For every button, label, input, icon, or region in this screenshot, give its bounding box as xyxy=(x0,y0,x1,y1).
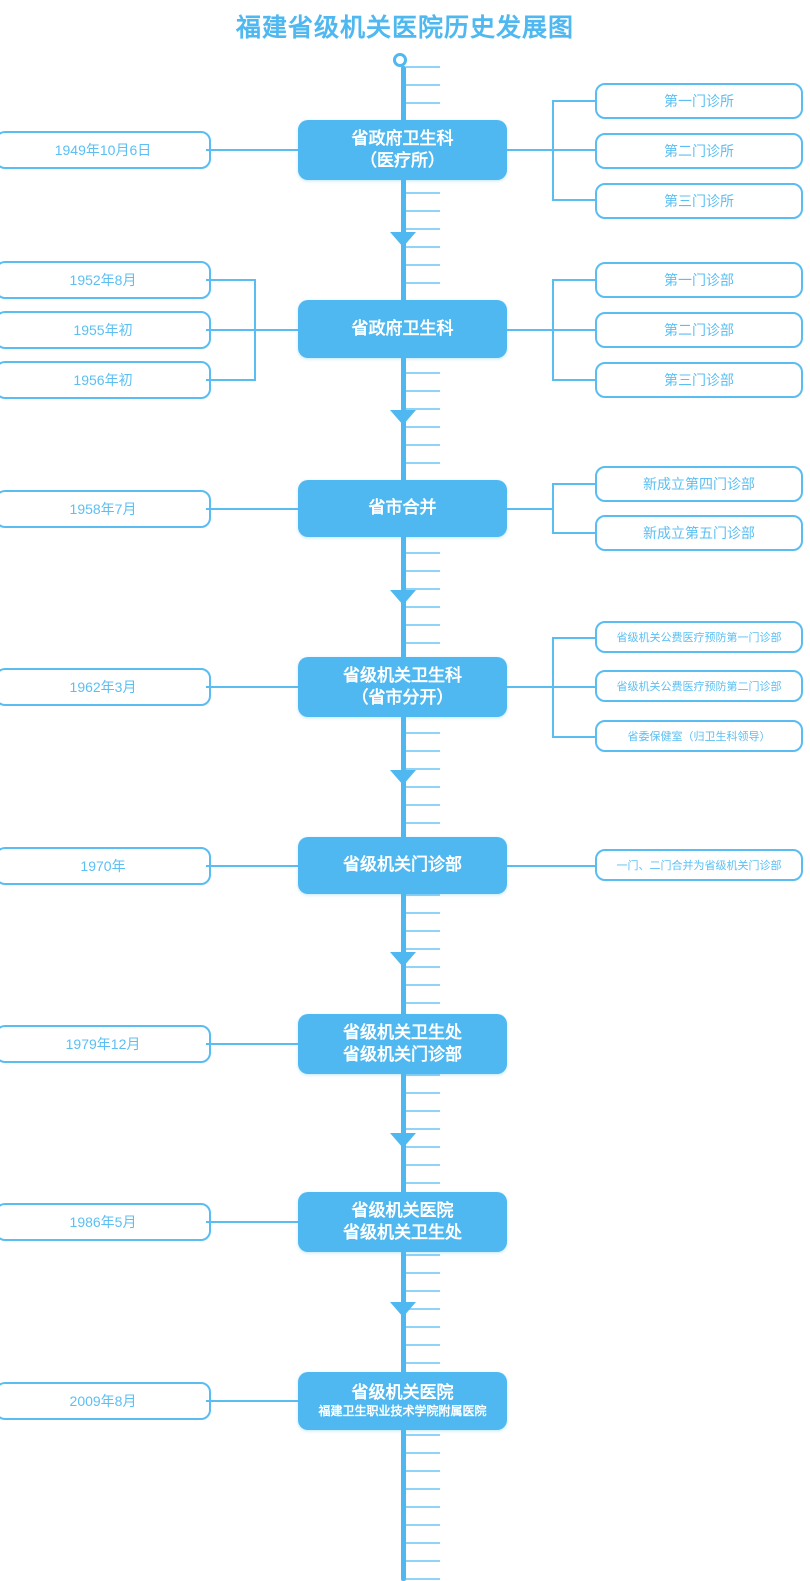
date-box[interactable]: 1986年5月 xyxy=(0,1203,211,1241)
branch-box[interactable]: 第二门诊部 xyxy=(595,312,803,348)
connector-line xyxy=(552,199,595,201)
stage-node[interactable]: 省政府卫生科 （医疗所） xyxy=(298,120,507,180)
date-box[interactable]: 1979年12月 xyxy=(0,1025,211,1063)
date-box[interactable]: 1962年3月 xyxy=(0,668,211,706)
connector-line xyxy=(206,149,298,151)
triangle-down-icon xyxy=(390,1133,416,1148)
connector-line xyxy=(507,686,553,688)
date-box[interactable]: 1955年初 xyxy=(0,311,211,349)
branch-box[interactable]: 新成立第五门诊部 xyxy=(595,515,803,551)
branch-box[interactable]: 第一门诊部 xyxy=(595,262,803,298)
stage-node[interactable]: 省级机关卫生科 （省市分开） xyxy=(298,657,507,717)
branch-box[interactable]: 新成立第四门诊部 xyxy=(595,466,803,502)
date-box[interactable]: 1949年10月6日 xyxy=(0,131,211,169)
stage-node[interactable]: 省级机关医院 福建卫生职业技术学院附属医院 xyxy=(298,1372,507,1430)
branch-box[interactable]: 第二门诊所 xyxy=(595,133,803,169)
triangle-down-icon xyxy=(390,1302,416,1317)
branch-box[interactable]: 省委保健室（归卫生科领导） xyxy=(595,720,803,752)
timeline-axis xyxy=(401,66,406,1581)
page-title: 福建省级机关医院历史发展图 xyxy=(235,14,574,42)
branch-box[interactable]: 省级机关公费医疗预防第一门诊部 xyxy=(595,621,803,653)
connector-line xyxy=(206,379,256,381)
connector-line xyxy=(206,686,298,688)
connector-line xyxy=(206,1400,298,1402)
triangle-down-icon xyxy=(390,232,416,247)
branch-box[interactable]: 第三门诊部 xyxy=(595,362,803,398)
branch-box[interactable]: 第三门诊所 xyxy=(595,183,803,219)
connector-line xyxy=(552,736,595,738)
connector-line xyxy=(206,1221,298,1223)
date-box[interactable]: 1958年7月 xyxy=(0,490,211,528)
triangle-down-icon xyxy=(390,770,416,785)
triangle-down-icon xyxy=(390,952,416,967)
date-box[interactable]: 1956年初 xyxy=(0,361,211,399)
date-box[interactable]: 2009年8月 xyxy=(0,1382,211,1420)
connector-line xyxy=(507,149,553,151)
stage-node[interactable]: 省市合并 xyxy=(298,480,507,537)
connector-line xyxy=(507,329,553,331)
bracket-line xyxy=(552,483,554,533)
branch-box[interactable]: 省级机关公费医疗预防第二门诊部 xyxy=(595,670,803,702)
connector-line xyxy=(254,329,298,331)
connector-line xyxy=(552,532,595,534)
connector-line xyxy=(552,483,595,485)
connector-line xyxy=(206,329,256,331)
connector-line xyxy=(507,865,595,867)
triangle-down-icon xyxy=(390,590,416,605)
connector-line xyxy=(552,279,595,281)
connector-line xyxy=(206,279,256,281)
connector-line xyxy=(552,100,595,102)
branch-box[interactable]: 一门、二门合并为省级机关门诊部 xyxy=(595,849,803,881)
connector-line xyxy=(552,379,595,381)
timeline-ticks xyxy=(406,66,440,1581)
date-box[interactable]: 1952年8月 xyxy=(0,261,211,299)
connector-line xyxy=(206,1043,298,1045)
triangle-down-icon xyxy=(390,410,416,425)
connector-line xyxy=(507,508,553,510)
stage-node[interactable]: 省级机关门诊部 xyxy=(298,837,507,894)
connector-line xyxy=(552,149,595,151)
stage-node[interactable]: 省政府卫生科 xyxy=(298,300,507,358)
connector-line xyxy=(552,329,595,331)
stage-node[interactable]: 省级机关医院 省级机关卫生处 xyxy=(298,1192,507,1252)
connector-line xyxy=(206,508,298,510)
stage-node[interactable]: 省级机关卫生处 省级机关门诊部 xyxy=(298,1014,507,1074)
connector-line xyxy=(552,686,595,688)
connector-line xyxy=(206,865,298,867)
date-box[interactable]: 1970年 xyxy=(0,847,211,885)
connector-line xyxy=(552,637,595,639)
circle-node-icon xyxy=(393,53,407,67)
branch-box[interactable]: 第一门诊所 xyxy=(595,83,803,119)
